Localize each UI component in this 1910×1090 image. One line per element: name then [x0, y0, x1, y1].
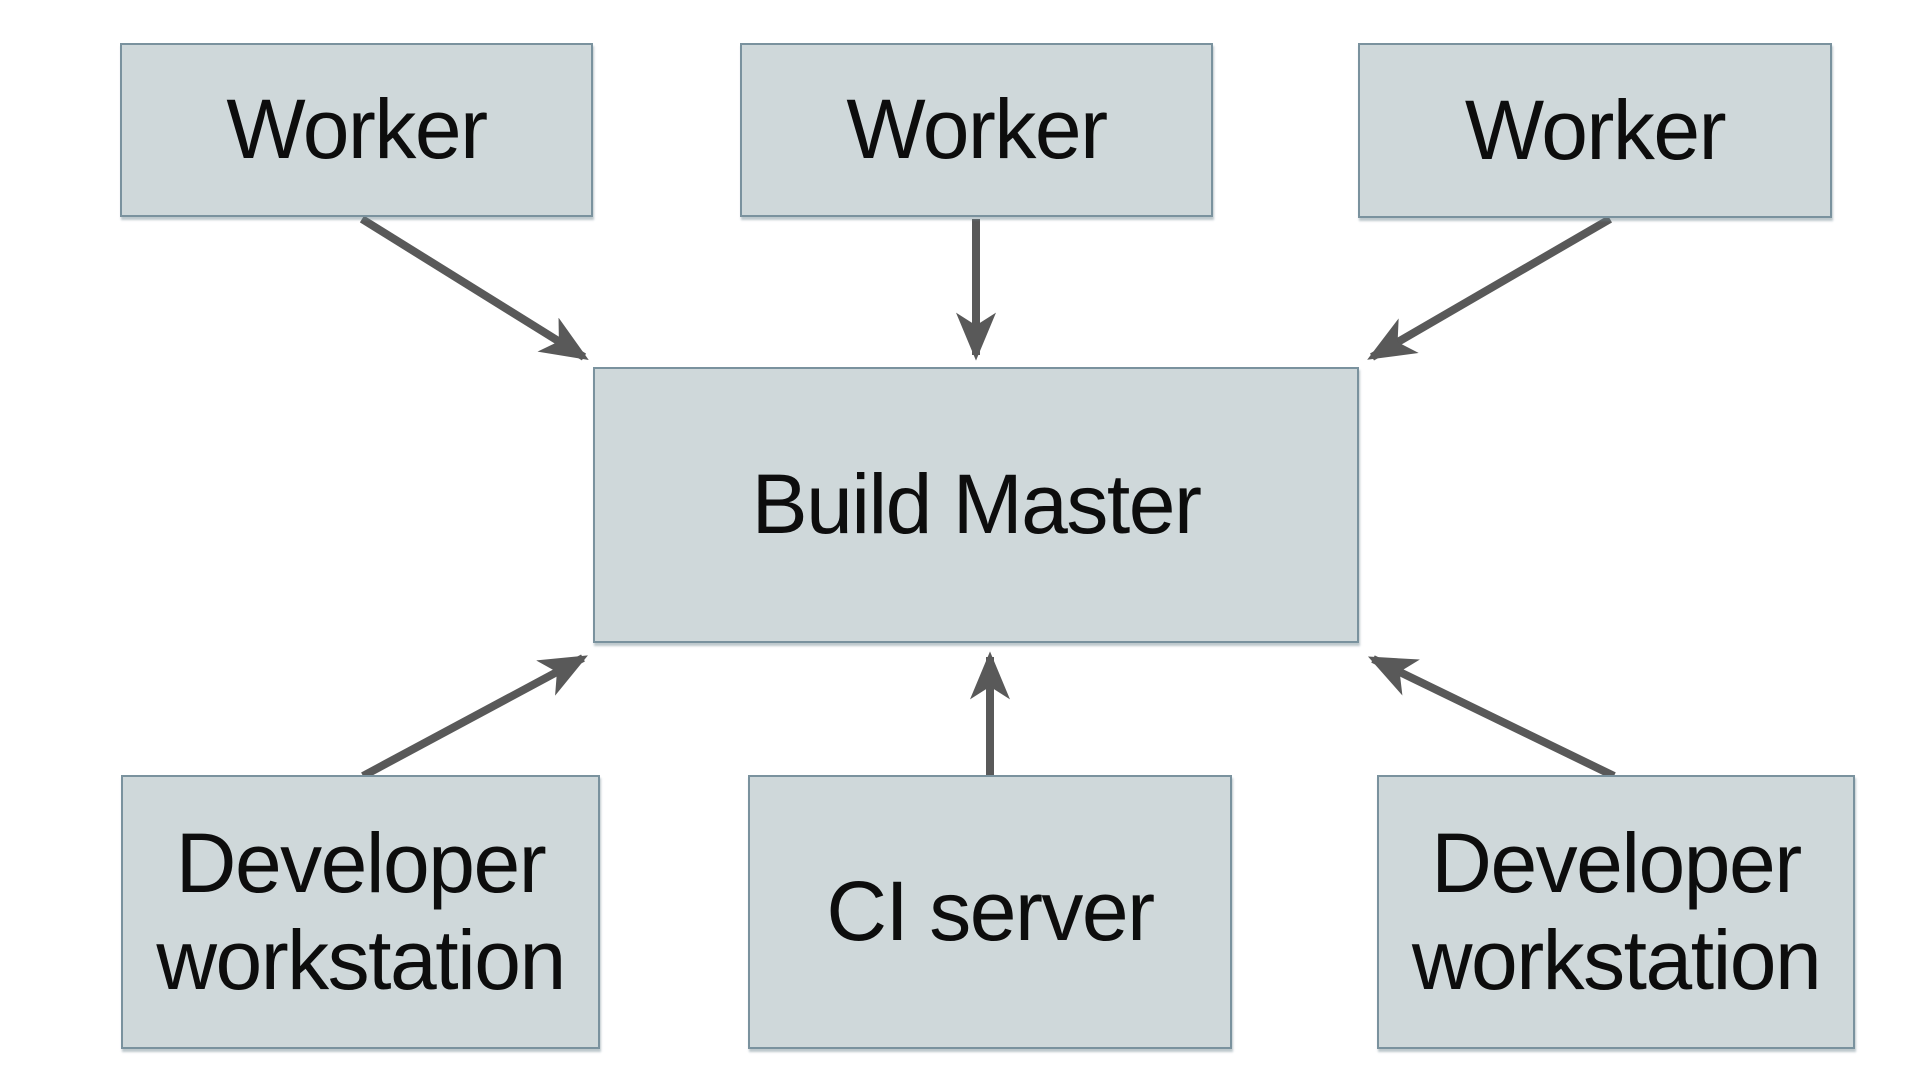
node-worker-2-label: Worker [846, 82, 1108, 177]
node-worker-3: Worker [1358, 43, 1832, 218]
node-developer-workstation-left: Developer workstation [121, 775, 600, 1049]
arrow-dev-left-to-build-master [361, 654, 588, 780]
node-worker-1: Worker [120, 43, 593, 217]
arrow-worker1-to-build-master [359, 215, 589, 361]
node-ci-server-label: CI server [826, 864, 1155, 959]
node-ci-server: CI server [748, 775, 1232, 1049]
node-worker-3-label: Worker [1464, 82, 1727, 177]
node-build-master: Build Master [593, 367, 1359, 643]
node-worker-1-label: Worker [226, 82, 488, 177]
node-developer-workstation-left-label: Developer workstation [156, 815, 566, 1007]
node-developer-workstation-right-label: Developer workstation [1411, 815, 1822, 1007]
arrow-dev-right-to-build-master [1367, 655, 1616, 780]
node-build-master-label: Build Master [751, 457, 1202, 552]
node-developer-workstation-right: Developer workstation [1377, 775, 1855, 1049]
arrow-worker3-to-build-master [1367, 215, 1613, 361]
node-worker-2: Worker [740, 43, 1213, 217]
